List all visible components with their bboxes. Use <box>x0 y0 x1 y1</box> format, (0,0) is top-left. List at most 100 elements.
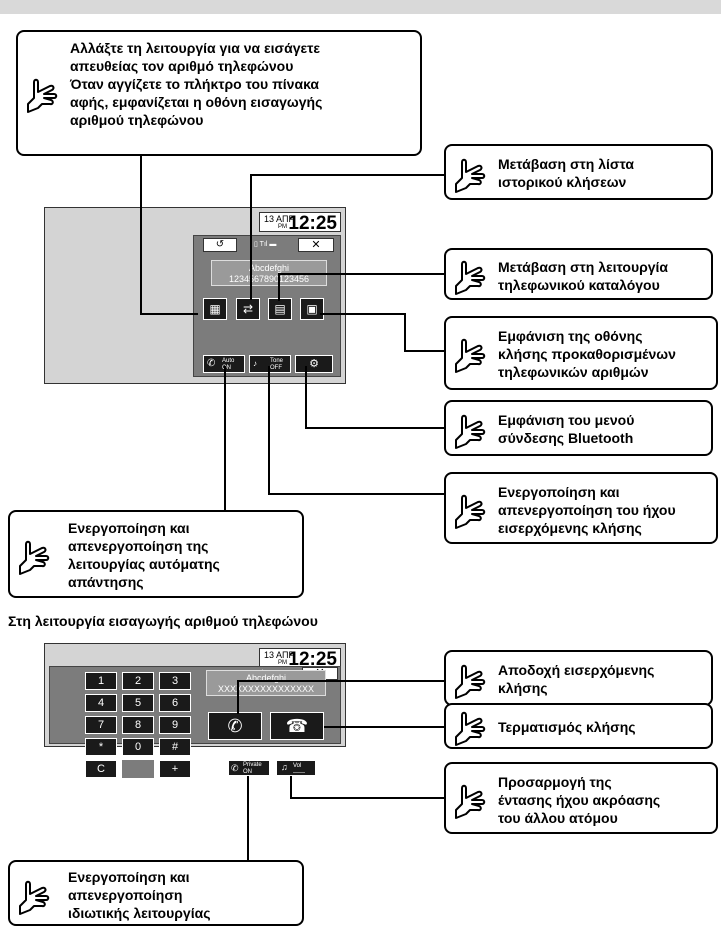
contact-info: Abcdefghi XXXXXXXXXXXXXXXX <box>206 670 326 696</box>
contact-number: 1234567890123456 <box>228 274 310 284</box>
keypad-button[interactable]: ▦ <box>203 298 227 320</box>
leader-line <box>247 776 249 861</box>
leader-line <box>290 776 292 798</box>
keypad-key-2[interactable]: 2 <box>122 672 154 690</box>
callout-text: τηλεφωνικού καταλόγου <box>498 277 660 293</box>
close-button[interactable]: ✕ <box>298 238 334 252</box>
keypad-key-4[interactable]: 4 <box>85 694 117 712</box>
leader-line <box>278 273 444 275</box>
callout-end-call: Τερματισμός κλήσης <box>444 703 713 749</box>
callout-bluetooth: Εμφάνιση του μενού σύνδεσης Bluetooth <box>444 400 713 456</box>
microphone-icon: ♫ <box>281 762 288 772</box>
keypad-key-5[interactable]: 5 <box>122 694 154 712</box>
private-mode-button[interactable]: ✆ Private ON <box>228 760 270 776</box>
callout-text: απευθείας τον αριθμό τηλεφώνου <box>70 58 294 74</box>
callout-text: Εμφάνιση της οθόνης <box>498 328 643 344</box>
contact-number: XXXXXXXXXXXXXXXX <box>217 684 315 694</box>
leader-line <box>320 313 404 315</box>
leader-line <box>140 313 198 315</box>
callout-text: αριθμού τηλεφώνου <box>70 112 204 128</box>
top-bar <box>0 0 721 14</box>
keypad-key-blank <box>122 760 154 778</box>
touch-hand-icon <box>452 256 492 296</box>
callout-text: κλήσης προκαθορισμένων <box>498 346 676 362</box>
touch-hand-icon <box>452 707 492 747</box>
phone-icon: ✆ <box>231 763 239 773</box>
tone-state: OFF <box>270 365 282 371</box>
leader-line <box>305 366 307 428</box>
preset-button[interactable]: ▣ <box>300 298 324 320</box>
keypad-key-7[interactable]: 7 <box>85 716 117 734</box>
call-history-button[interactable]: ⇄ <box>236 298 260 320</box>
contact-name: Abcdefghi <box>245 673 287 683</box>
keypad-key-star[interactable]: * <box>85 738 117 756</box>
touch-hand-icon <box>452 410 492 450</box>
touch-hand-icon <box>16 536 56 576</box>
touch-hand-icon <box>24 74 64 114</box>
leader-line <box>237 680 444 682</box>
clock-date: 13 ΑΠΡ <box>264 650 295 660</box>
leader-line <box>290 797 444 799</box>
leader-line <box>404 350 444 352</box>
callout-direct-input: Αλλάξτε τη λειτουργία για να εισάγετε απ… <box>16 30 422 156</box>
callout-text: Τερματισμός κλήσης <box>498 719 636 735</box>
keypad-key-1[interactable]: 1 <box>85 672 117 690</box>
callout-text: του άλλου ατόμου <box>498 810 618 826</box>
phonebook-button[interactable]: ▤ <box>268 298 292 320</box>
keypad-key-9[interactable]: 9 <box>159 716 191 734</box>
vol-label: Vol <box>293 763 302 769</box>
leader-line <box>140 156 142 314</box>
callout-text: ιστορικού κλήσεων <box>498 174 627 190</box>
callout-volume: Προσαρμογή της έντασης ήχου ακρόασης του… <box>444 762 718 834</box>
tone-label: Tone <box>270 358 284 364</box>
callout-text: απενεργοποίηση του ήχου <box>498 502 676 518</box>
clock-time: 12:25 <box>288 213 337 234</box>
auto-label: Auto <box>222 358 235 364</box>
private-state: ON <box>243 769 252 775</box>
callout-text: Εμφάνιση του μενού <box>498 412 635 428</box>
auto-state: ON <box>222 365 231 371</box>
keypad-key-8[interactable]: 8 <box>122 716 154 734</box>
contact-info: Abcdefghi 1234567890123456 <box>211 260 327 286</box>
callout-text: έντασης ήχου ακρόασης <box>498 792 661 808</box>
end-call-button[interactable]: ☎ <box>270 712 324 740</box>
keypad-key-plus[interactable]: + <box>159 760 191 778</box>
bluetooth-settings-button[interactable]: ⚙ <box>295 355 333 373</box>
keypad-key-6[interactable]: 6 <box>159 694 191 712</box>
keypad-key-clear[interactable]: C <box>85 760 117 778</box>
touch-hand-icon <box>452 660 492 700</box>
callout-text: σύνδεσης Bluetooth <box>498 430 634 446</box>
phone-panel: ↺ ▯ Tıl ▬ ✕ Abcdefghi 1234567890123456 ▦… <box>193 235 341 377</box>
callout-text: τηλεφωνικών αριθμών <box>498 364 649 380</box>
clock-display: 13 ΑΠΡ PM 12:25 <box>259 648 341 670</box>
accept-call-button[interactable]: ✆ <box>208 712 262 740</box>
keypad-key-hash[interactable]: # <box>159 738 191 756</box>
callout-text: αφής, εμφανίζεται η οθόνη εισαγωγής <box>70 94 323 110</box>
callout-text: Μετάβαση στη λίστα <box>498 156 634 172</box>
contact-name: Abcdefghi <box>248 263 290 273</box>
callout-text: απάντησης <box>68 574 144 590</box>
leader-line <box>224 366 226 511</box>
callout-text: απενεργοποίηση της <box>68 538 209 554</box>
ring-tone-button[interactable]: ♪ Tone OFF <box>249 355 291 373</box>
callout-text: λειτουργίας αυτόματης <box>68 556 220 572</box>
clock-time: 12:25 <box>288 649 337 670</box>
leader-line <box>268 366 270 494</box>
keypad-key-0[interactable]: 0 <box>122 738 154 756</box>
callout-ring-tone: Ενεργοποίηση και απενεργοποίηση του ήχου… <box>444 472 718 544</box>
callout-text: Προσαρμογή της <box>498 774 612 790</box>
callout-accept: Αποδοχή εισερχόμενης κλήσης <box>444 650 713 706</box>
leader-line <box>404 313 406 351</box>
volume-button[interactable]: ♫ Vol ―― <box>276 760 316 776</box>
private-label: Private <box>243 762 262 768</box>
signal-status-icon: ▯ Tıl ▬ <box>254 241 277 248</box>
leader-line <box>324 726 444 728</box>
callout-text: Μετάβαση στη λειτουργία <box>498 259 669 275</box>
callout-text: εισερχόμενης κλήσης <box>498 520 642 536</box>
callout-text: Αλλάξτε τη λειτουργία για να εισάγετε <box>70 40 321 56</box>
keypad-key-3[interactable]: 3 <box>159 672 191 690</box>
back-button[interactable]: ↺ <box>203 238 237 252</box>
callout-private: Ενεργοποίηση και απενεργοποίηση ιδιωτική… <box>8 860 304 926</box>
callout-text: Ενεργοποίηση και <box>68 869 190 885</box>
clock-display: 13 ΑΠΡ PM 12:25 <box>259 212 341 234</box>
